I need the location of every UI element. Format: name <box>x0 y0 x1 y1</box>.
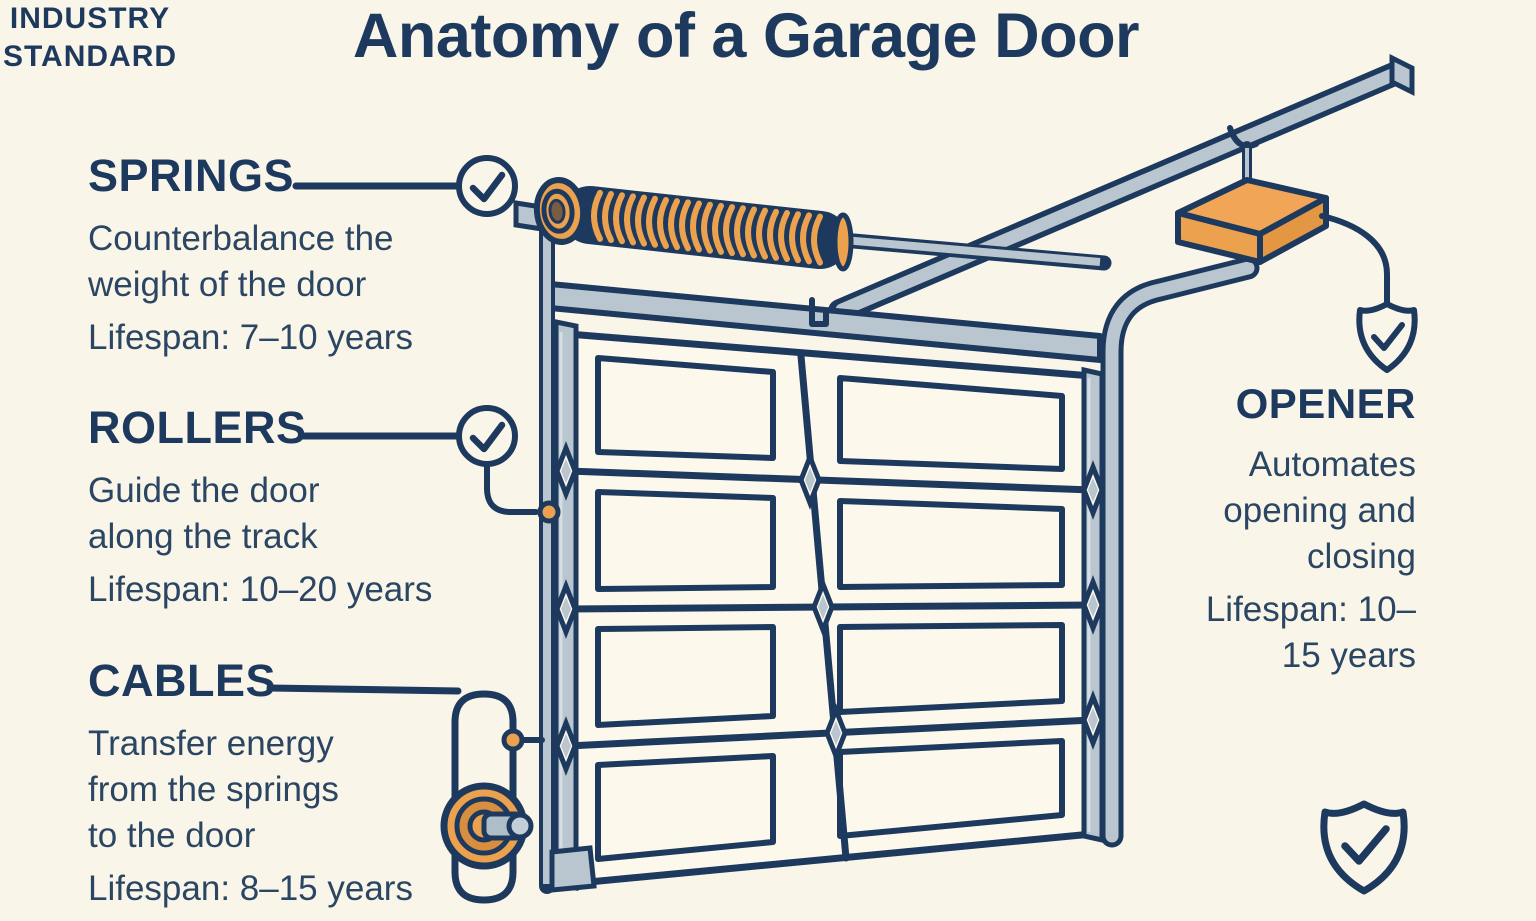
opener-lifespan: Lifespan: 10– 15 years <box>1205 590 1416 675</box>
rail-end-cap <box>1389 53 1415 97</box>
rollers-section: ROLLERS Guide the door along the track L… <box>88 402 432 613</box>
opener-description: Automates opening and closing <box>1223 445 1416 576</box>
spring-coil-rib <box>734 205 746 258</box>
springs-check-icon <box>456 155 518 217</box>
door-seam <box>564 467 1096 494</box>
spring-coil-ribs <box>591 189 823 266</box>
rollers-pointer-curve <box>484 462 539 515</box>
track-foot <box>549 845 597 893</box>
opener-unit <box>1175 177 1329 265</box>
roller-hinge <box>554 716 578 776</box>
spring-coil-rib <box>701 201 713 254</box>
annotations <box>266 155 1418 895</box>
industry-standard-badge: INDUSTRY STANDARD <box>2 2 178 73</box>
spring-coil-rib <box>646 195 658 248</box>
opener-section: OPENER Automates opening and closing Lif… <box>1120 380 1416 679</box>
door-panel <box>837 622 1065 715</box>
roller-hinge <box>811 577 835 637</box>
roller-hinges <box>554 441 1105 776</box>
spring-coil-rib <box>657 196 669 249</box>
left-track <box>513 200 597 894</box>
cable-assembly <box>440 690 545 904</box>
spring-coil-rib <box>745 206 757 259</box>
spring-coil-rib <box>723 204 735 257</box>
cables-leader-line <box>266 684 462 695</box>
roller-hinge <box>1081 575 1105 635</box>
roller-hinge <box>1081 690 1105 750</box>
cable-point-marker <box>501 728 525 752</box>
cable-loop <box>451 690 517 904</box>
spring-coil-rib <box>690 200 702 253</box>
spring-coil-rib <box>800 212 812 265</box>
spring-coil-rib <box>613 192 625 245</box>
spring-end-right <box>832 212 854 272</box>
spring-coil-rib <box>712 202 724 255</box>
spring-coil-rib <box>602 191 614 244</box>
spring-coil-rib <box>591 189 603 242</box>
roller-hinge <box>824 703 848 763</box>
roller-point-marker <box>537 500 561 524</box>
springs-section: SPRINGS Counterbalance the weight of the… <box>88 150 413 361</box>
industry-shield-icon <box>1320 800 1408 895</box>
opener-shield-icon <box>1356 301 1418 373</box>
spring-coil-rib <box>668 198 680 251</box>
roller-hinge <box>554 579 578 639</box>
door-panel <box>837 375 1065 472</box>
rollers-heading: ROLLERS <box>88 402 307 453</box>
opener-rail <box>828 53 1415 323</box>
rollers-lifespan: Lifespan: 10–20 years <box>88 570 433 609</box>
spring-coil-rib <box>624 193 636 246</box>
cables-section: CABLES Transfer energy from the springs … <box>88 655 413 912</box>
spring-coil-rib <box>679 199 691 252</box>
opener-pointer-curve <box>1319 213 1390 305</box>
springs-heading: SPRINGS <box>88 150 295 201</box>
door-panel <box>595 355 776 461</box>
roller-hinge <box>798 450 822 510</box>
spring-coil-rib <box>635 194 647 247</box>
roller-hinge <box>1081 460 1105 520</box>
roller-hinge <box>554 441 578 501</box>
cables-heading: CABLES <box>88 655 277 706</box>
torsion-spring <box>533 177 854 272</box>
door-panel <box>595 753 776 862</box>
spring-coil-rib <box>778 210 790 263</box>
spring-coil-rib <box>767 208 779 261</box>
springs-lifespan: Lifespan: 7–10 years <box>88 318 413 357</box>
spring-end-cone <box>533 177 587 245</box>
spring-coil-rib <box>811 213 823 266</box>
door-panel <box>595 489 776 592</box>
cables-description: Transfer energy from the springs to the … <box>88 724 339 855</box>
spring-coil-rib <box>756 207 768 260</box>
pulley <box>440 782 534 870</box>
springs-description: Counterbalance the weight of the door <box>88 219 394 304</box>
opener-heading: OPENER <box>1235 380 1416 427</box>
rollers-check-icon <box>456 405 518 467</box>
rollers-description: Guide the door along the track <box>88 471 320 556</box>
garage-door <box>553 318 1105 892</box>
door-panel <box>837 738 1065 839</box>
door-panel <box>595 624 776 728</box>
header-hook <box>809 297 829 327</box>
cables-lifespan: Lifespan: 8–15 years <box>88 869 413 908</box>
spring-coil-rib <box>789 211 801 264</box>
page-title: Anatomy of a Garage Door <box>352 1 1140 71</box>
door-panel <box>837 498 1065 590</box>
rail-hanger-hook <box>1227 125 1259 149</box>
